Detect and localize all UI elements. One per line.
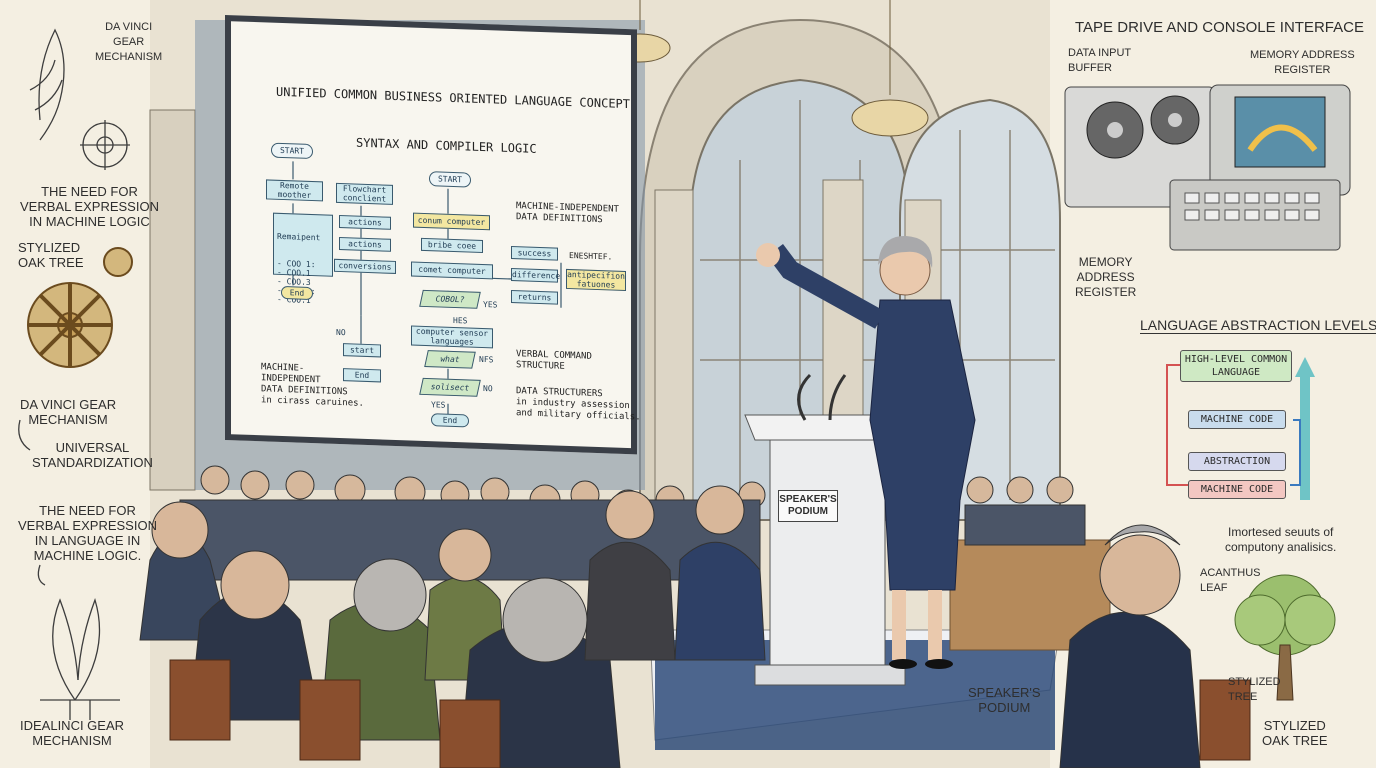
label-need-verbal-2: THE NEED FOR VERBAL EXPRESSION IN LANGUA… — [18, 503, 157, 563]
flow-yes-2: YES — [431, 400, 446, 410]
flow-comet: comet computer — [411, 261, 493, 280]
level-machine-code-2: MACHINE CODE — [1188, 480, 1286, 499]
label-data-input: DATA INPUT BUFFER — [1068, 47, 1132, 74]
label-idealinci: IDEALINCI GEAR MECHANISM — [20, 718, 125, 748]
label-da-vinci-mid: DA VINCI GEAR MECHANISM — [20, 397, 117, 427]
note-left-data-definitions: MACHINE- INDEPENDENT DATA DEFINITIONS in… — [261, 362, 364, 409]
leaf-sketch-top — [38, 28, 65, 141]
flow-nfs: NFS — [479, 354, 494, 365]
column-left — [654, 189, 694, 521]
note-data-structurers: DATA STRUCTURERS in industry assession a… — [516, 386, 641, 423]
chandelier-right — [851, 0, 929, 137]
flow-conversions: conversions — [334, 258, 396, 274]
flow-start-mid: start — [343, 343, 381, 358]
label-stylized-tree: STYLIZED TREE — [1228, 676, 1281, 703]
flow-difference: difference — [511, 267, 560, 283]
flow-success: success — [511, 245, 558, 261]
label-imortesed: Imortesed seuuts of computony analisics. — [1225, 525, 1337, 554]
flow-flowchart: Flowchart conclient — [336, 182, 393, 205]
abstraction-arrows — [1166, 357, 1315, 500]
chairs — [169, 659, 1251, 768]
flow-remote: Remote moother — [266, 179, 323, 202]
flow-eneshtef: ENESHTEF. — [569, 251, 613, 262]
flow-end-left: End — [281, 285, 313, 301]
flow-actions-1: actions — [339, 214, 391, 230]
left-margin-sketches — [18, 28, 133, 720]
label-need-verbal-1: THE NEED FOR VERBAL EXPRESSION IN MACHIN… — [20, 184, 159, 229]
flow-cobol-decision: COBOL? — [419, 289, 481, 309]
level-high: HIGH-LEVEL COMMON LANGUAGE — [1180, 350, 1292, 382]
flow-what-decision: what — [424, 350, 476, 369]
oak-tree-icon — [1234, 574, 1336, 701]
arrow-sketch — [18, 419, 31, 451]
podium-sign: SPEAKER'S PODIUM — [778, 490, 838, 522]
flow-returns: returns — [511, 289, 558, 305]
projection-screen: UNIFIED COMMON BUSINESS ORIENTED LANGUAG… — [225, 15, 641, 455]
flow-start-center: START — [429, 171, 471, 188]
flow-yes-1: YES — [483, 300, 498, 310]
speaker-figure — [756, 235, 976, 669]
label-tape-title: TAPE DRIVE AND CONSOLE INTERFACE — [1075, 19, 1364, 36]
note-machine-independent: MACHINE-INDEPENDENT DATA DEFINITIONS — [516, 201, 619, 226]
flow-end-center: End — [431, 413, 469, 428]
flow-start-left: START — [271, 142, 313, 160]
label-da-vinci-top: DA VINCI GEAR MECHANISM — [95, 21, 163, 63]
level-abstraction: ABSTRACTION — [1188, 452, 1286, 471]
flow-no-1: NO — [336, 327, 346, 338]
microphones — [797, 373, 847, 421]
flow-solisect-decision: solisect — [419, 377, 481, 397]
gear-icon — [27, 247, 133, 368]
label-mem-reg-top: MEMORY ADDRESS REGISTER — [1250, 49, 1355, 76]
acanthus-leaf-sketch — [52, 598, 79, 701]
tape-drive-console — [1064, 84, 1351, 251]
podium-body — [769, 439, 886, 671]
flow-antipecifion: antipecifion fatuones — [566, 268, 626, 292]
flow-conum: conum computer — [413, 212, 490, 231]
flow-legacy-title: Remaipent — [277, 231, 321, 243]
flow-legacy-box: Remaipent - COO 1: - COO.1 - COO.3 - COO… — [273, 212, 333, 305]
level-machine-code-1: MACHINE CODE — [1188, 410, 1286, 429]
column-far-left — [149, 109, 196, 491]
label-acanthus: ACANTHUS LEAF — [1200, 567, 1261, 594]
label-universal: UNIVERSAL STANDARDIZATION — [32, 440, 153, 470]
flow-hes: HES — [453, 315, 468, 326]
podium-caption: SPEAKER'S PODIUM — [968, 685, 1041, 715]
flow-actions-2: actions — [339, 236, 391, 252]
label-stylized-oak-right: STYLIZED OAK TREE — [1262, 718, 1328, 748]
flow-sensor: computer sensor languages — [411, 325, 493, 349]
label-stylized-oak-left: STYLIZED OAK TREE — [18, 240, 84, 270]
label-abstraction-title: LANGUAGE ABSTRACTION LEVELS — [1140, 317, 1376, 334]
gauge-screen — [1234, 96, 1326, 168]
note-verbal-command: VERBAL COMMAND STRUCTURE — [516, 349, 592, 372]
flow-no-2: NO — [483, 384, 493, 394]
flow-bribe: bribe coee — [421, 237, 483, 254]
label-mem-reg-bottom: MEMORY ADDRESS REGISTER — [1075, 255, 1137, 299]
audience — [139, 465, 1201, 768]
gauge-icon — [1247, 124, 1318, 152]
